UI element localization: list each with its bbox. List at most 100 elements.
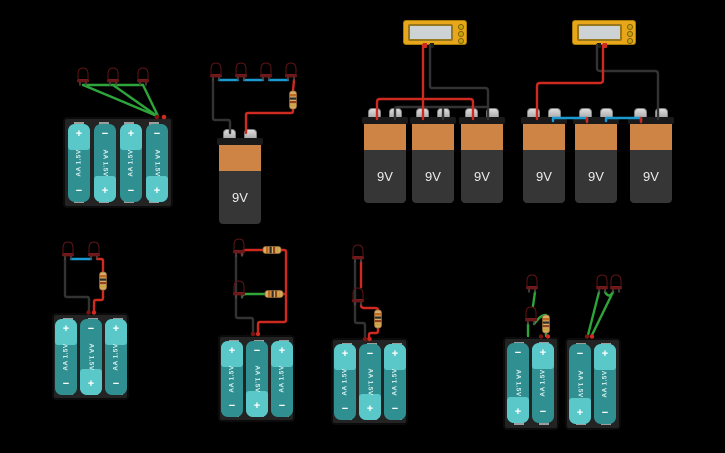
terminal-dot[interactable]	[91, 310, 97, 315]
terminal-dot[interactable]	[161, 114, 167, 120]
terminal-dot[interactable]	[545, 334, 551, 339]
multimeter-positive-terminal[interactable]	[423, 43, 427, 48]
multimeter-positive-terminal[interactable]	[603, 43, 607, 48]
led[interactable]	[234, 62, 248, 81]
aa-battery[interactable]: + AA 1.5V −	[221, 341, 243, 417]
led[interactable]	[284, 62, 298, 81]
led[interactable]	[595, 274, 609, 293]
wire[interactable]	[256, 248, 288, 335]
wire[interactable]	[92, 288, 105, 314]
battery-body: 9V	[412, 150, 454, 203]
wire[interactable]	[393, 105, 490, 121]
wire[interactable]	[590, 290, 615, 337]
multimeter[interactable]	[572, 20, 636, 48]
wire[interactable]	[244, 107, 295, 135]
wire[interactable]	[531, 290, 537, 308]
wire[interactable]	[240, 248, 265, 257]
wire[interactable]	[604, 116, 643, 123]
led[interactable]	[61, 241, 75, 260]
terminal-dot[interactable]	[584, 334, 590, 339]
multimeter-button[interactable]	[627, 31, 633, 37]
led[interactable]	[259, 62, 273, 81]
resistor[interactable]	[289, 90, 297, 110]
terminal-dot[interactable]	[589, 334, 595, 339]
wire[interactable]	[595, 43, 660, 121]
terminal-dot[interactable]	[154, 114, 160, 120]
led[interactable]	[209, 62, 223, 81]
plus-symbol: +	[75, 128, 83, 140]
battery-band	[219, 145, 261, 171]
wire[interactable]	[81, 83, 159, 118]
aa-battery[interactable]: + AA 1.5V −	[594, 344, 616, 424]
aa-battery[interactable]: − AA 1.5V +	[507, 343, 529, 423]
terminal-dot[interactable]	[367, 336, 372, 342]
plus-symbol: +	[601, 348, 609, 360]
wire[interactable]	[63, 257, 91, 314]
aa-battery[interactable]: − AA 1.5V +	[246, 341, 268, 417]
terminal-dot[interactable]	[255, 331, 261, 337]
multimeter[interactable]	[403, 20, 467, 48]
led[interactable]	[525, 274, 539, 293]
aa-battery[interactable]: − AA 1.5V +	[146, 124, 168, 202]
led[interactable]	[106, 67, 120, 86]
led[interactable]	[609, 274, 623, 293]
aa-battery[interactable]: + AA 1.5V −	[532, 343, 554, 423]
wire[interactable]	[586, 290, 601, 337]
led[interactable]	[351, 244, 365, 263]
wire[interactable]	[211, 78, 232, 135]
wire[interactable]	[535, 43, 605, 121]
wire[interactable]	[353, 260, 367, 340]
aa-battery[interactable]: + AA 1.5V −	[68, 124, 90, 202]
nine-volt-battery[interactable]: 9V	[217, 129, 263, 224]
resistor[interactable]	[99, 271, 107, 291]
resistor[interactable]	[264, 290, 284, 298]
nine-volt-battery[interactable]: 9V	[628, 108, 674, 203]
aa-battery[interactable]: + AA 1.5V −	[120, 124, 142, 202]
resistor[interactable]	[262, 246, 282, 254]
terminal-dot[interactable]	[538, 334, 544, 339]
wire[interactable]	[603, 290, 615, 297]
wire[interactable]	[141, 83, 160, 118]
wire[interactable]	[95, 257, 105, 274]
aa-battery[interactable]: − AA 1.5V +	[569, 344, 591, 424]
multimeter-button[interactable]	[458, 24, 464, 30]
aa-battery[interactable]: − AA 1.5V +	[94, 124, 116, 202]
terminal-dot[interactable]	[86, 310, 91, 315]
multimeter-button[interactable]	[458, 38, 464, 44]
resistor[interactable]	[374, 309, 382, 329]
wire[interactable]	[375, 97, 475, 121]
aa-battery[interactable]: + AA 1.5V −	[105, 319, 127, 395]
multimeter-negative-terminal[interactable]	[597, 43, 601, 48]
wire[interactable]	[111, 83, 159, 118]
multimeter-button[interactable]	[458, 31, 464, 37]
nine-volt-battery[interactable]: 9V	[521, 108, 567, 203]
led[interactable]	[76, 67, 90, 86]
battery-band	[630, 124, 672, 150]
plus-symbol: +	[576, 407, 584, 419]
aa-battery[interactable]: + AA 1.5V −	[271, 341, 293, 417]
multimeter-button[interactable]	[627, 24, 633, 30]
wire[interactable]	[240, 292, 267, 299]
aa-battery[interactable]: + AA 1.5V −	[334, 344, 356, 420]
minus-symbol: −	[127, 185, 135, 197]
led[interactable]	[87, 241, 101, 260]
wire[interactable]	[428, 43, 490, 121]
multimeter-negative-terminal[interactable]	[430, 43, 434, 48]
wire[interactable]	[234, 254, 255, 335]
aa-battery[interactable]: − AA 1.5V +	[359, 344, 381, 420]
wire[interactable]	[291, 78, 296, 93]
wire[interactable]	[359, 303, 380, 312]
multimeter-button[interactable]	[627, 38, 633, 44]
wire[interactable]	[551, 116, 589, 123]
resistor[interactable]	[542, 314, 550, 334]
aa-battery[interactable]: − AA 1.5V +	[80, 319, 102, 395]
wire[interactable]	[367, 326, 380, 340]
terminal-dot[interactable]	[250, 331, 256, 337]
led[interactable]	[136, 67, 150, 86]
nine-volt-battery[interactable]: 9V	[362, 108, 408, 203]
terminal-dot[interactable]	[362, 336, 368, 342]
aa-battery[interactable]: + AA 1.5V −	[384, 344, 406, 420]
nine-volt-battery[interactable]: 9V	[459, 108, 505, 203]
nine-volt-battery[interactable]: 9V	[573, 108, 619, 203]
aa-battery[interactable]: + AA 1.5V −	[55, 319, 77, 395]
